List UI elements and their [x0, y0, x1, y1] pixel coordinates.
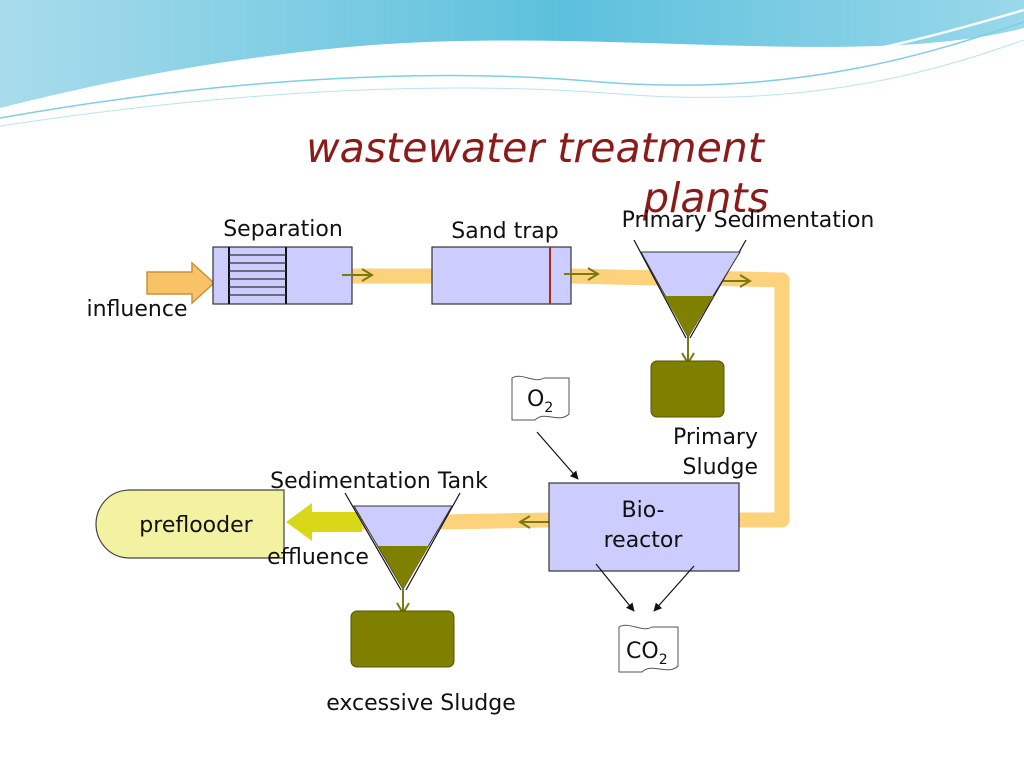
primary-sedimentation-tank — [633, 239, 747, 339]
svg-text:CO2: CO2 — [626, 639, 668, 668]
o2-input: O2 — [511, 375, 570, 421]
label-effluence: effluence — [267, 545, 369, 570]
label-bioreactor-line2: reactor — [604, 528, 684, 553]
co2-output: CO2 — [618, 624, 679, 673]
co2-subscript: 2 — [659, 652, 668, 668]
bioreactor-to-co2-arrow-left — [595, 563, 635, 612]
svg-text:O2: O2 — [527, 387, 553, 416]
label-sedimentation-tank: Sedimentation Tank — [270, 469, 488, 494]
label-primary-sedimentation: Primary Sedimentation — [622, 208, 875, 233]
preflooder-shape — [95, 489, 285, 559]
flow-arrow-separation — [342, 268, 374, 282]
header-wave-decoration — [0, 0, 1024, 127]
influent-arrow — [146, 261, 216, 305]
flow-arrow-sandtrap — [564, 267, 600, 281]
label-primary-sludge-line1: Primary — [673, 425, 758, 450]
label-separation: Separation — [223, 217, 343, 242]
primary-sludge-container — [650, 360, 725, 418]
secondary-sedimentation-tank — [344, 492, 461, 591]
label-preflooder: preflooder — [139, 513, 253, 538]
pipe-bioreactor-to-sedimentation — [439, 512, 550, 530]
co2-label: CO — [626, 639, 659, 664]
pipe-sandtrap-to-primary — [570, 268, 661, 286]
pipe-primary-to-bioreactor — [699, 270, 790, 528]
o2-subscript: 2 — [544, 400, 553, 416]
title-line-1: wastewater treatment — [306, 124, 766, 172]
sand-trap-unit — [431, 246, 572, 305]
label-influence: influence — [87, 297, 188, 322]
outlet-arrow — [286, 503, 362, 541]
separation-unit — [212, 246, 353, 305]
label-bioreactor-line1: Bio- — [621, 498, 664, 523]
label-primary-sludge-line2: Sludge — [683, 455, 759, 480]
label-excessive-sludge: excessive Sludge — [326, 691, 515, 716]
o2-label: O — [527, 387, 544, 412]
bioreactor-to-co2-arrow-right — [653, 565, 695, 612]
title-line-2: plants — [642, 174, 769, 222]
o2-to-bioreactor-arrow — [536, 431, 579, 480]
excess-sludge-container — [350, 610, 455, 668]
label-sand-trap: Sand trap — [451, 219, 558, 244]
screen-bars — [229, 254, 286, 296]
bioreactor — [548, 482, 740, 572]
